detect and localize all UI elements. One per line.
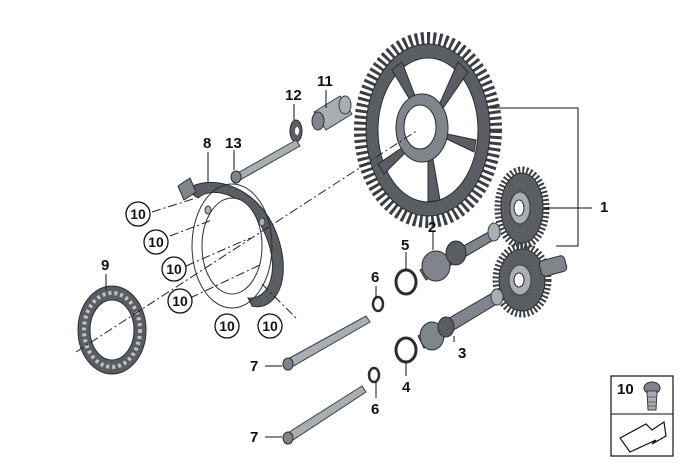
callout-6-upper: 6 — [371, 269, 379, 286]
callout-6-lower: 6 — [371, 401, 379, 418]
large-gear — [354, 32, 502, 228]
o-ring-5 — [394, 268, 418, 296]
screw-icon — [643, 381, 661, 411]
assembly-axes — [75, 129, 419, 353]
callout-10-d: 10 — [167, 288, 193, 314]
callout-10-f: 10 — [257, 313, 283, 339]
lower-gear — [492, 242, 568, 318]
svg-text:10: 10 — [130, 206, 146, 222]
callout-3: 3 — [458, 345, 466, 362]
o-ring-4 — [394, 336, 418, 364]
callout-labels: 1 2 3 4 5 6 6 7 7 8 9 11 12 13 — [101, 73, 608, 446]
callout-12: 12 — [285, 87, 302, 104]
callout-13: 13 — [225, 135, 242, 152]
callout-11: 11 — [317, 73, 333, 90]
svg-text:10: 10 — [166, 261, 182, 277]
svg-text:10: 10 — [262, 318, 278, 334]
callout-10-a: 10 — [125, 201, 151, 227]
pin-7-upper — [282, 315, 371, 371]
ring-6-upper — [371, 295, 385, 313]
callout-7-lower: 7 — [250, 429, 258, 446]
circled-callouts-10: 10 10 10 10 10 10 — [125, 201, 283, 339]
ring-6-lower — [367, 366, 381, 384]
shaft-3 — [417, 288, 504, 351]
callout-1: 1 — [600, 199, 608, 216]
svg-text:10: 10 — [148, 234, 164, 250]
leader-lines — [105, 90, 592, 438]
callout-7-upper: 7 — [250, 358, 258, 375]
svg-text:10: 10 — [219, 318, 235, 334]
washer-12 — [289, 119, 303, 143]
flange-8 — [177, 177, 284, 309]
legend-label: 10 — [617, 381, 634, 398]
svg-text:10: 10 — [172, 293, 188, 309]
shaft-2 — [419, 222, 501, 282]
callout-5: 5 — [401, 237, 409, 254]
callout-9: 9 — [101, 257, 109, 274]
pin-7-lower — [282, 385, 367, 445]
sleeve-11 — [311, 95, 353, 131]
bearing-9 — [77, 285, 147, 375]
bolt-13 — [230, 139, 301, 184]
callout-10-c: 10 — [161, 256, 187, 282]
callout-4: 4 — [402, 379, 411, 396]
callout-10-e: 10 — [214, 313, 240, 339]
callout-10-b: 10 — [143, 229, 169, 255]
middle-gear — [494, 166, 550, 250]
callout-8: 8 — [203, 135, 211, 152]
legend-box: 10 — [610, 375, 674, 457]
direction-arrow-icon — [619, 420, 667, 453]
callout-2: 2 — [428, 219, 436, 236]
